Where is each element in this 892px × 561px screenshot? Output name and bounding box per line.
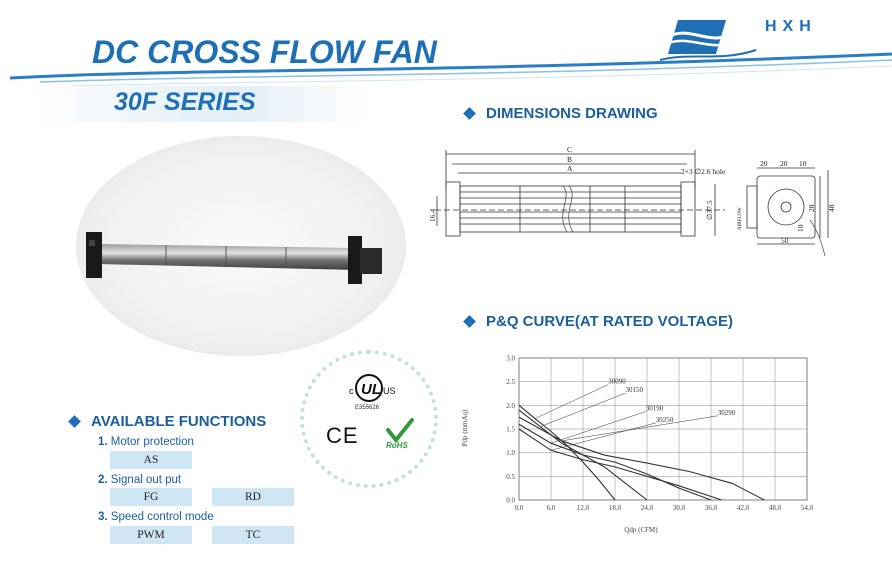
ul-c-text: c — [349, 386, 354, 396]
dim-a-label: A — [567, 164, 573, 173]
series-leader-30090 — [534, 384, 609, 419]
x-tick-label: 48.0 — [769, 504, 782, 512]
ul-mark-icon: UL c US E355626 — [349, 374, 396, 411]
x-tick-label: 6.0 — [547, 504, 556, 512]
function-3-text: Speed control mode — [110, 511, 214, 523]
option-rd: RD — [212, 488, 294, 506]
side-top-2: 20 — [780, 159, 788, 168]
series-line-30190 — [518, 423, 712, 501]
functions-heading-label: AVAILABLE FUNCTIONS — [91, 413, 267, 430]
y-tick-label: 0.5 — [506, 473, 515, 481]
diamond-bullet-icon — [68, 415, 81, 428]
left-height-label: 16.4 — [428, 209, 437, 222]
svg-text:UL: UL — [361, 381, 381, 398]
series-leader-30150 — [540, 392, 626, 427]
x-tick-label: 24.0 — [641, 504, 654, 512]
ul-us-text: US — [383, 386, 396, 396]
function-1-num: 1. — [98, 436, 108, 448]
dimensions-heading-label: DIMENSIONS DRAWING — [486, 105, 658, 122]
certification-badge — [300, 350, 438, 488]
x-tick-label: 42.0 — [737, 504, 750, 512]
option-fg: FG — [110, 488, 192, 506]
function-2-label: 2. Signal out put — [98, 474, 181, 486]
function-2-text: Signal out put — [110, 474, 182, 486]
series-label-30150: 30150 — [626, 386, 644, 394]
function-3-num: 3. — [98, 511, 108, 523]
series-label-30190: 30190 — [646, 405, 664, 413]
company-logo — [660, 20, 757, 61]
series-band — [38, 86, 368, 122]
option-as: AS — [110, 451, 192, 469]
diamond-bullet-icon — [463, 315, 476, 328]
brand-name: HXH — [765, 18, 817, 35]
ul-file-number: E355626 — [355, 405, 380, 411]
side-right-1: 28 — [807, 204, 816, 212]
hole-note: 2×3 ∅2.6 hole — [681, 167, 726, 176]
x-tick-label: 18.0 — [609, 504, 622, 512]
rohs-icon: RoHS — [386, 418, 414, 450]
x-tick-label: 30.0 — [673, 504, 686, 512]
x-axis-label: Qdp (CFM) — [624, 526, 658, 534]
function-3-label: 3. Speed control mode — [98, 511, 214, 523]
option-tc: TC — [212, 526, 294, 544]
y-axis-label: Pdp (mmAq) — [461, 409, 469, 446]
series-line-30290 — [518, 416, 765, 501]
curve-heading: P&Q CURVE(AT RATED VOLTAGE) — [463, 313, 733, 330]
series-title: 30F SERIES — [114, 88, 256, 116]
x-tick-label: 54.0 — [801, 504, 814, 512]
y-tick-label: 3.0 — [506, 355, 515, 363]
series-leader-30190 — [550, 411, 646, 444]
side-top-3: 10 — [799, 159, 807, 168]
series-label-30250: 30250 — [656, 416, 674, 424]
airflow-label: AIRFLOW — [738, 207, 743, 230]
side-right-2: 48 — [827, 204, 836, 212]
x-tick-label: 0.0 — [515, 504, 524, 512]
dimensions-heading: DIMENSIONS DRAWING — [463, 105, 658, 122]
function-1-label: 1. Motor protection — [98, 436, 194, 448]
pq-chart: 0.0 6.0 12.0 18.0 24.0 30.0 36.0 42.0 48.0 54.0 0.… — [461, 355, 814, 535]
y-tick-label: 2.5 — [506, 378, 515, 386]
series-label-30290: 30290 — [718, 409, 736, 417]
dim-b-label: B — [567, 155, 572, 164]
functions-heading: AVAILABLE FUNCTIONS — [68, 413, 267, 430]
x-tick-label: 36.0 — [705, 504, 718, 512]
dim-c-label: C — [567, 145, 572, 154]
y-tick-label: 1.5 — [506, 426, 515, 434]
diameter-label: ∅37.5 — [705, 200, 714, 220]
side-top-1: 20 — [760, 159, 768, 168]
header-swoosh — [9, 52, 892, 87]
series-leader-30250 — [550, 422, 656, 451]
ce-mark: CE — [326, 423, 359, 448]
rohs-text: RoHS — [386, 441, 408, 450]
side-inner: 10 — [796, 224, 805, 232]
curve-heading-label: P&Q CURVE(AT RATED VOLTAGE) — [486, 313, 733, 330]
y-tick-label: 0.0 — [506, 497, 515, 505]
diamond-bullet-icon — [463, 107, 476, 120]
function-1-text: Motor protection — [110, 436, 194, 448]
page-title: DC CROSS FLOW FAN — [92, 34, 437, 70]
y-tick-label: 2.0 — [506, 402, 515, 410]
series-label-30090: 30090 — [608, 378, 626, 386]
option-pwm: PWM — [110, 526, 192, 544]
dimensions-drawing: C B A 2×3 ∅2.6 hole ∅37.5 16.4 AIRFLOW 2… — [428, 145, 836, 257]
y-tick-label: 1.0 — [506, 449, 515, 457]
x-tick-label: 12.0 — [577, 504, 590, 512]
side-bottom: 50 — [781, 236, 789, 245]
series-leader-30290 — [561, 415, 718, 442]
product-photo — [76, 136, 406, 356]
function-2-num: 2. — [98, 474, 108, 486]
